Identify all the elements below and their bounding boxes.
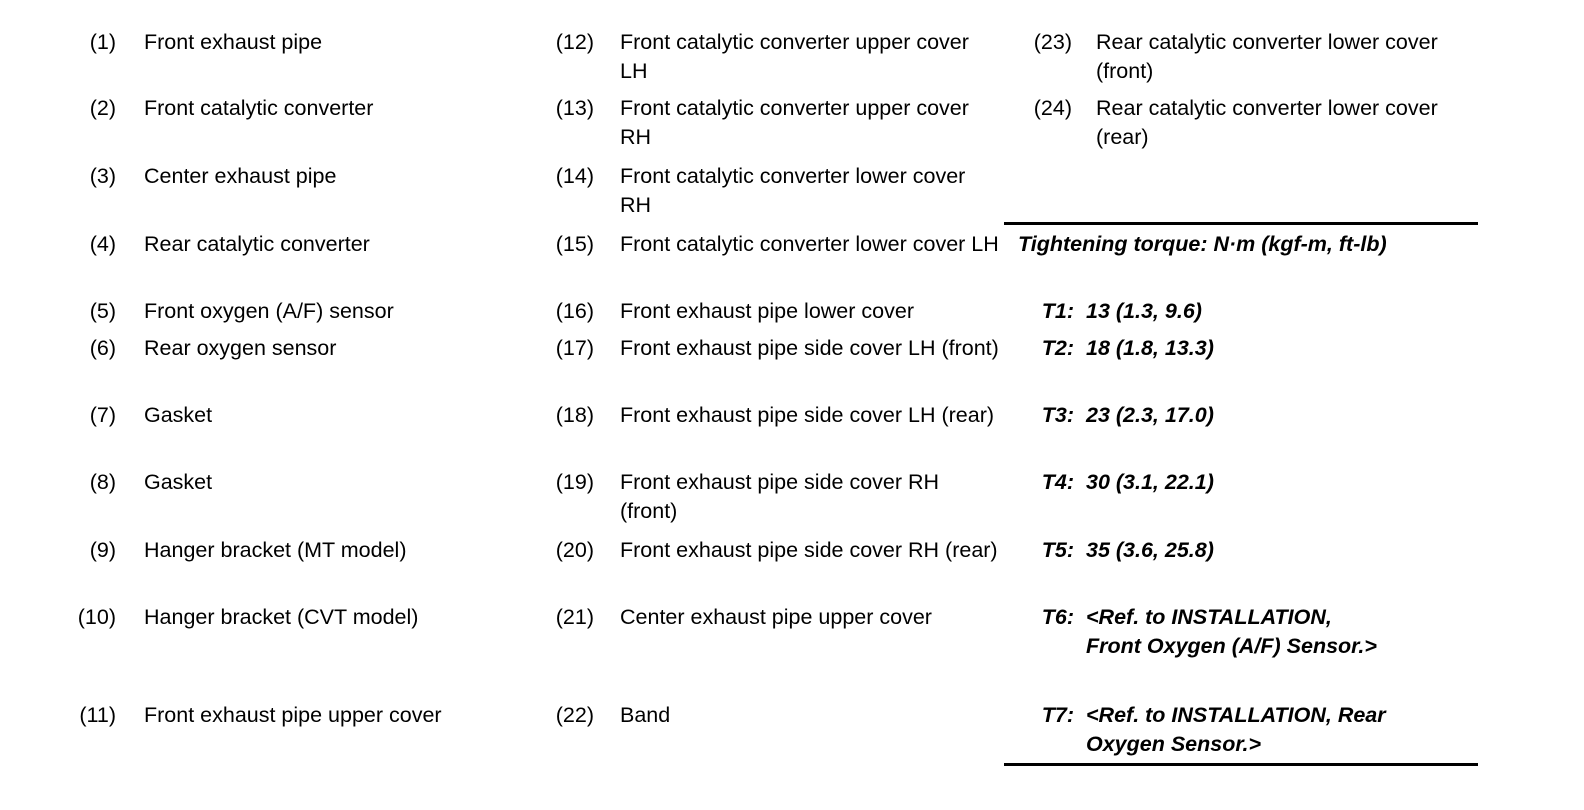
legend-description: Front oxygen (A/F) sensor [144, 299, 394, 323]
torque-value: <Ref. to INSTALLATION, Front Oxygen (A/F… [1086, 605, 1377, 658]
legend-number: (8) [89, 470, 116, 494]
legend-number: (2) [89, 96, 116, 120]
legend-description: Rear catalytic converter [144, 232, 370, 256]
legend-number: (19) [555, 470, 594, 494]
legend-description: Front exhaust pipe side cover RH (rear) [620, 538, 998, 562]
legend-number: (13) [555, 96, 594, 120]
torque-value: 13 (1.3, 9.6) [1086, 299, 1202, 323]
torque-label: T4: [1041, 470, 1074, 494]
legend-description: Front exhaust pipe upper cover [144, 703, 442, 727]
legend-description: Band [620, 703, 671, 727]
legend-number: (9) [89, 538, 116, 562]
legend-number: (18) [555, 403, 594, 427]
legend-number: (17) [555, 336, 594, 360]
torque-label: T2: [1041, 336, 1074, 360]
legend-description: Hanger bracket (MT model) [144, 538, 407, 562]
torque-value: 18 (1.8, 13.3) [1086, 336, 1214, 360]
torque-bottom-rule [1004, 763, 1478, 766]
legend-number: (11) [79, 703, 116, 727]
legend-description: Rear catalytic converter lower cover (fr… [1096, 30, 1438, 83]
legend-description: Hanger bracket (CVT model) [144, 605, 419, 629]
torque-value: 23 (2.3, 17.0) [1086, 403, 1214, 427]
legend-description: Gasket [144, 470, 213, 494]
legend-description: Gasket [144, 403, 213, 427]
legend-number: (22) [555, 703, 594, 727]
legend-description: Front exhaust pipe lower cover [620, 299, 914, 323]
torque-label: T5: [1041, 538, 1074, 562]
legend-description: Center exhaust pipe [144, 164, 337, 188]
legend-number: (12) [555, 30, 594, 54]
legend-number: (3) [89, 164, 116, 188]
legend-number: (21) [555, 605, 594, 629]
legend-number: (4) [89, 232, 116, 256]
legend-number: (6) [89, 336, 116, 360]
torque-label: T1: [1041, 299, 1074, 323]
legend-number: (10) [77, 605, 116, 629]
legend-number: (24) [1033, 96, 1072, 120]
legend-number: (23) [1033, 30, 1072, 54]
torque-value: 35 (3.6, 25.8) [1086, 538, 1214, 562]
torque-value: <Ref. to INSTALLATION, Rear Oxygen Senso… [1086, 703, 1386, 756]
torque-label: T6: [1041, 605, 1074, 629]
torque-value: 30 (3.1, 22.1) [1086, 470, 1214, 494]
legend-number: (1) [89, 30, 116, 54]
legend-description: Front catalytic converter lower cover LH [620, 232, 999, 256]
legend-description: Front catalytic converter [144, 96, 374, 120]
legend-description: Rear catalytic converter lower cover (re… [1096, 96, 1438, 149]
legend-description: Front catalytic converter lower cover RH [620, 164, 966, 217]
legend-description: Front exhaust pipe side cover LH (rear) [620, 403, 995, 427]
legend-number: (14) [555, 164, 594, 188]
legend-description: Front catalytic converter upper cover RH [620, 96, 969, 149]
torque-label: T3: [1041, 403, 1074, 427]
torque-label: T7: [1041, 703, 1074, 727]
legend-description: Front catalytic converter upper cover LH [620, 30, 969, 83]
legend-description: Front exhaust pipe side cover LH (front) [620, 336, 999, 360]
legend-description: Center exhaust pipe upper cover [620, 605, 932, 629]
legend-number: (16) [555, 299, 594, 323]
legend-number: (7) [89, 403, 116, 427]
legend-number: (20) [555, 538, 594, 562]
legend-number: (5) [89, 299, 116, 323]
legend-description: Front exhaust pipe [144, 30, 323, 54]
torque-top-rule [1004, 222, 1478, 225]
legend-description: Rear oxygen sensor [144, 336, 337, 360]
torque-heading: Tightening torque: N·m (kgf-m, ft-lb) [1018, 232, 1387, 256]
legend-description: Front exhaust pipe side cover RH (front) [620, 470, 940, 523]
legend-number: (15) [555, 232, 594, 256]
